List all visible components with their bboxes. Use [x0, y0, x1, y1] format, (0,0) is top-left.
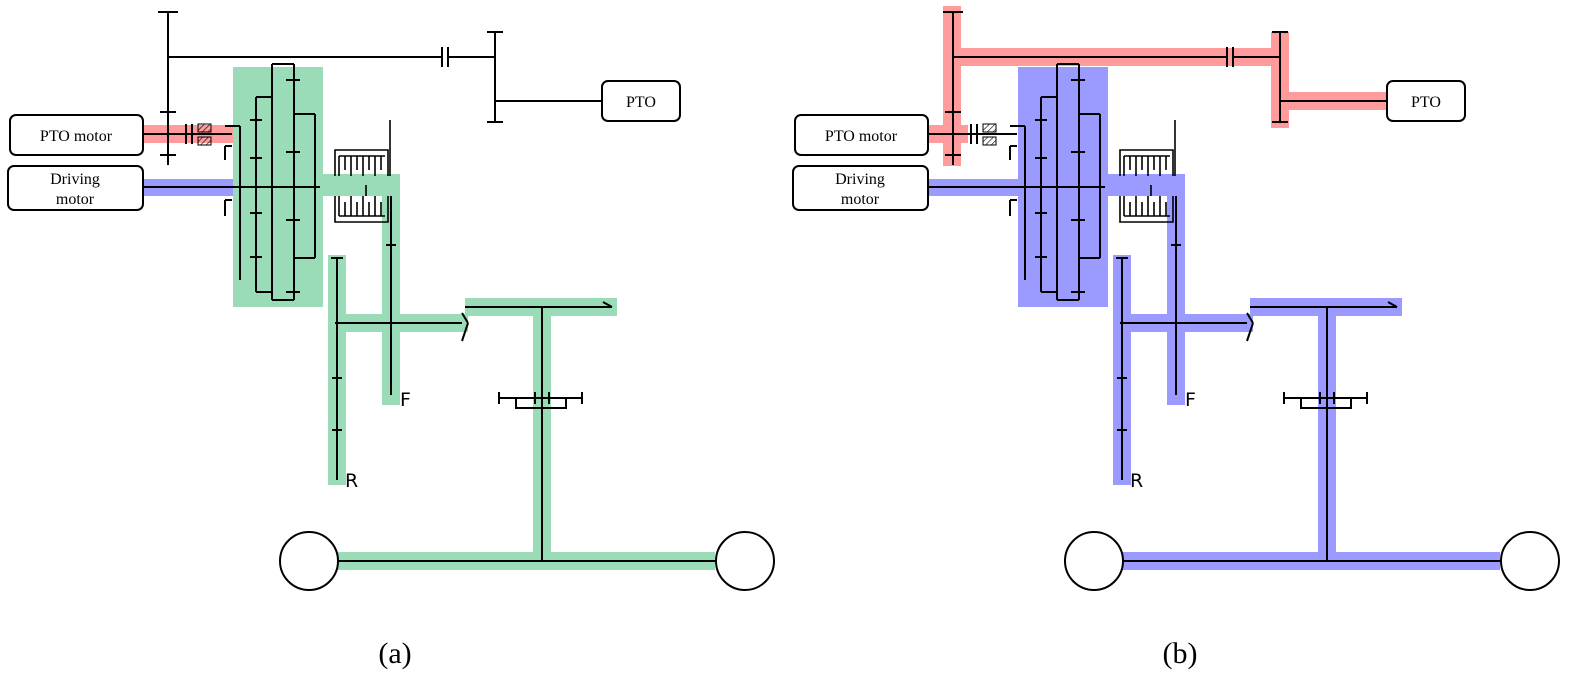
pto-motor-label: PTO motor	[825, 128, 898, 145]
pto-clutch	[928, 123, 1017, 216]
reverse-label: R	[345, 470, 358, 492]
driving-motor-path-highlight	[928, 67, 1500, 570]
right-wheel	[1500, 531, 1560, 591]
wet-clutch-pack	[1119, 120, 1176, 223]
driving-motor-box	[792, 165, 929, 211]
panel-b-caption: (b)	[1163, 637, 1198, 670]
forward-label: F	[400, 389, 411, 411]
panel-b: PTO motor Driving motor PTO F R (b)	[792, 6, 1560, 670]
pto-label: PTO	[626, 94, 656, 111]
pto-path-highlight	[928, 6, 1387, 166]
planetary-gearset	[1017, 63, 1101, 301]
pto-motor-label: PTO motor	[40, 128, 113, 145]
driving-motor-label-line2: motor	[56, 191, 95, 208]
forward-gear-shaft	[1120, 196, 1254, 395]
pto-motor-box	[794, 114, 929, 156]
left-wheel	[279, 531, 339, 591]
panel-a: PTO motor Driving motor PTO F R (a)	[7, 11, 775, 670]
panel-a-caption: (a)	[378, 637, 411, 670]
pto-shaft-line	[943, 11, 1387, 165]
pto-clutch	[143, 123, 232, 216]
forward-gear-shaft	[335, 196, 469, 395]
reverse-gear-shaft	[331, 257, 343, 480]
pto-box	[601, 80, 681, 122]
drive-path-highlight	[233, 67, 715, 570]
final-drive-differential	[1123, 301, 1503, 562]
pto-box	[1386, 80, 1466, 122]
planetary-gearset	[232, 63, 316, 301]
reverse-gear-shaft	[1116, 257, 1128, 480]
reverse-label: R	[1130, 470, 1143, 492]
pto-motor-box	[9, 114, 144, 156]
pto-label: PTO	[1411, 94, 1441, 111]
forward-label: F	[1185, 389, 1196, 411]
left-wheel	[1064, 531, 1124, 591]
wet-clutch-pack	[334, 120, 391, 223]
final-drive-differential	[338, 301, 718, 562]
driving-motor-label-line1: Driving	[50, 171, 100, 188]
right-wheel	[715, 531, 775, 591]
pto-shaft-line	[158, 11, 602, 165]
driving-motor-label-line1: Driving	[835, 171, 885, 188]
driving-motor-label-line2: motor	[841, 191, 880, 208]
driving-motor-box	[7, 165, 144, 211]
